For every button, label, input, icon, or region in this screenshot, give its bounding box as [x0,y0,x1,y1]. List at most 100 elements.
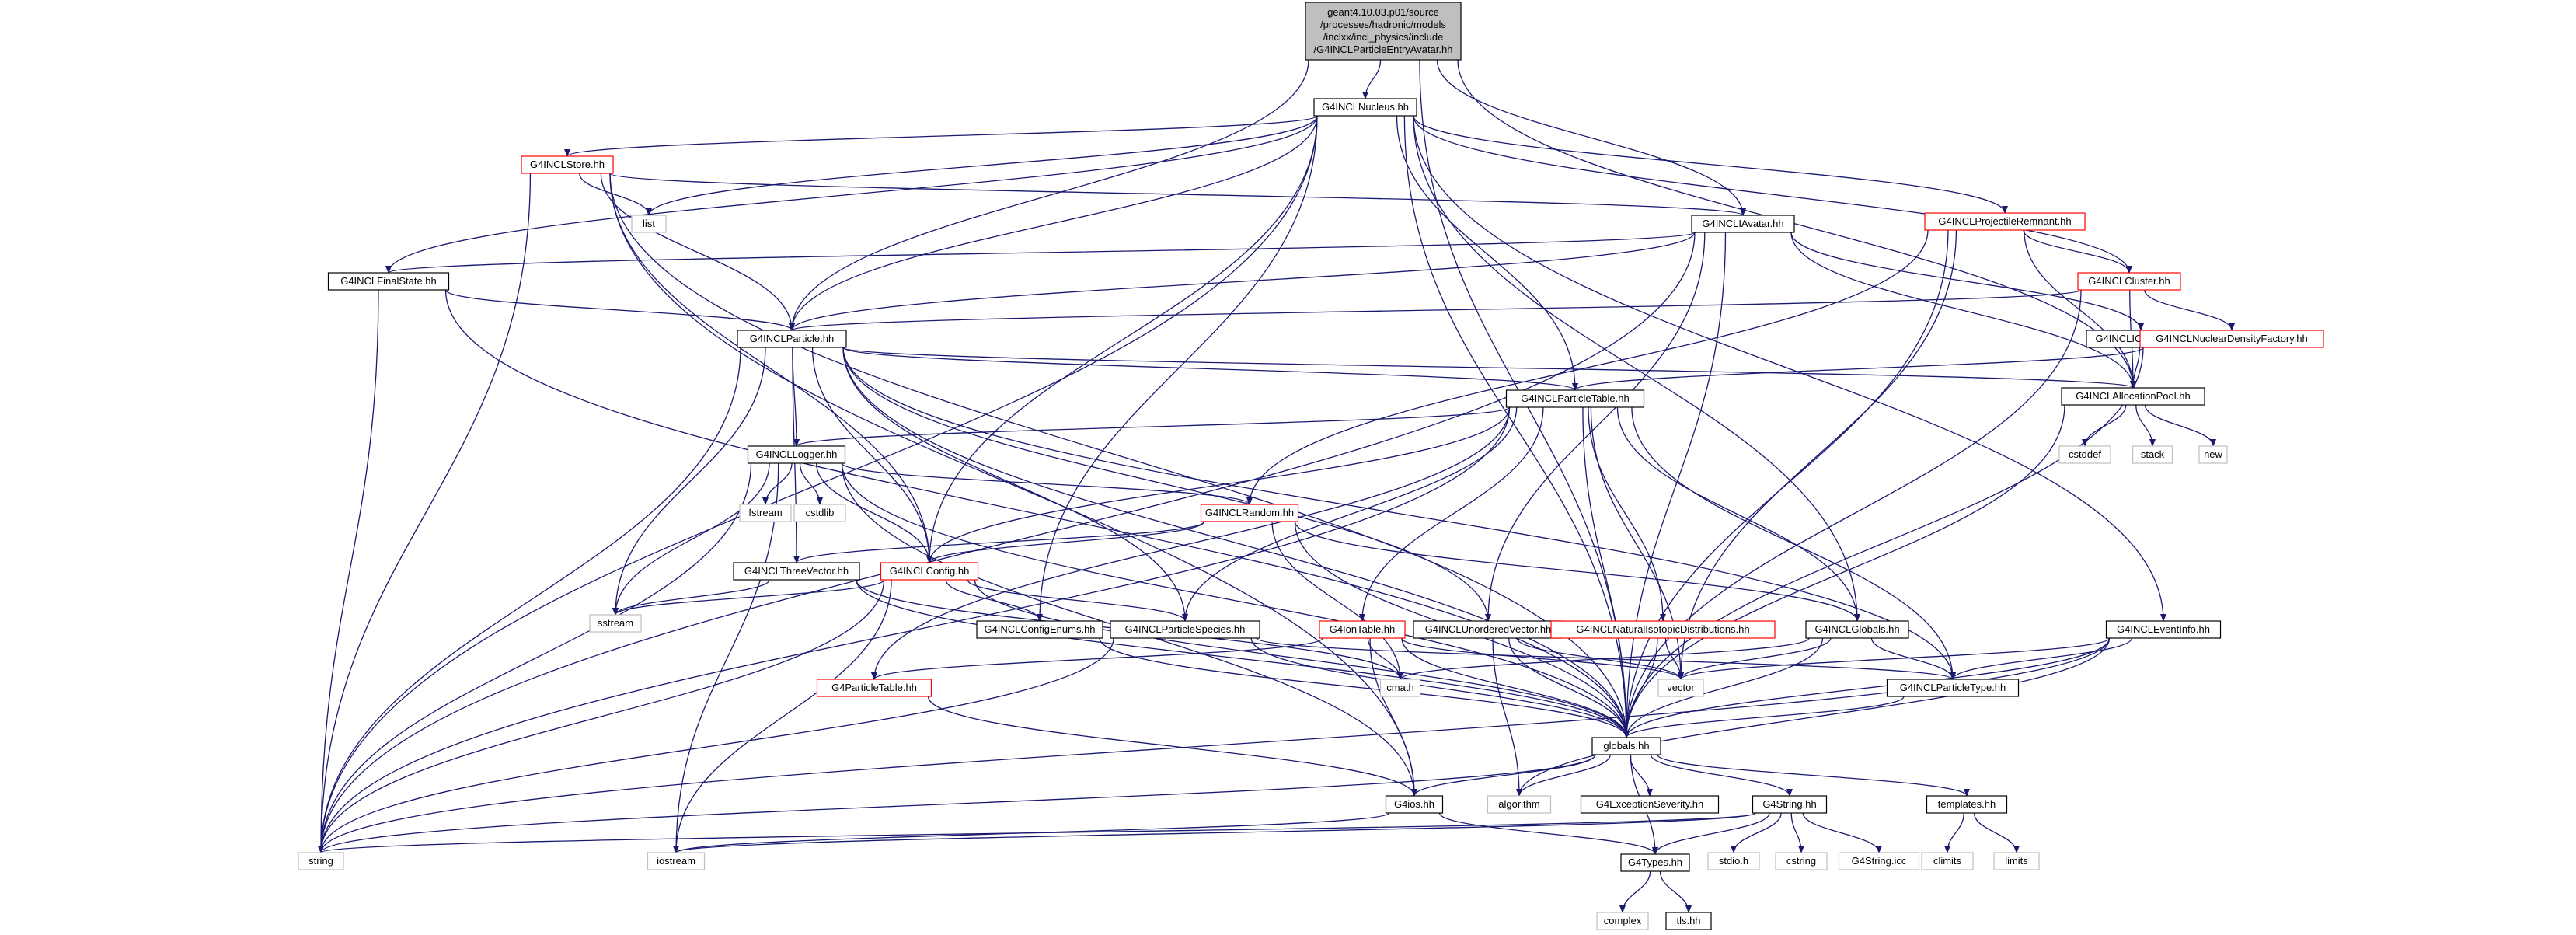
edge-store-to-list [579,173,652,216]
edge-inclglobals-to-globals [1623,637,1824,738]
node-natiso[interactable]: G4INCLNaturalIsotopicDistributions.hh [1550,620,1776,639]
node-stdio[interactable]: stdio.h [1707,852,1760,870]
node-tls[interactable]: tls.hh [1665,912,1712,930]
node-logger[interactable]: G4INCLLogger.hh [747,445,846,464]
node-iontable[interactable]: G4IonTable.hh [1319,620,1406,639]
node-box-ptable [1505,389,1645,408]
edge-g4string-to-g4stringicc [1802,812,1882,853]
node-label-list: list [643,218,655,229]
node-pspecies[interactable]: G4INCLParticleSpecies.hh [1110,620,1260,639]
node-cmath[interactable]: cmath [1379,679,1421,697]
node-label-string: string [308,855,333,867]
node-g4ios[interactable]: G4ios.hh [1385,795,1444,814]
edge-ptype-to-globals [1623,696,1905,738]
node-label-stack: stack [2141,448,2165,460]
edge-eventinfo-to-ptype [1950,637,2132,680]
node-list[interactable]: list [631,215,667,233]
node-cstring[interactable]: cstring [1775,852,1828,870]
edge-nucleus-to-string [318,115,1318,853]
edge-ptable-to-iontable [1359,406,1544,622]
node-projrem[interactable]: G4INCLProjectileRemnant.hh [1924,212,2086,231]
edge-g4string-to-cstring [1790,812,1804,853]
edge-logger-to-string [318,462,752,853]
node-g4types[interactable]: G4Types.hh [1620,853,1690,872]
node-string[interactable]: string [298,852,344,870]
edge-natiso-to-globals [1623,637,1658,738]
node-box-configenums [976,620,1103,639]
node-label-root: /G4INCLParticleEntryAvatar.hh [1314,44,1453,55]
node-limits[interactable]: limits [1993,852,2040,870]
edge-store-to-config [609,173,932,563]
edge-root-to-allocpool [1457,59,2136,389]
node-nucdens[interactable]: G4INCLNuclearDensityFactory.hh [2139,330,2324,348]
node-iavatar[interactable]: G4INCLIAvatar.hh [1691,215,1795,233]
node-finalstate[interactable]: G4INCLFinalState.hh [327,272,450,291]
node-globals[interactable]: globals.hh [1591,737,1661,755]
edge-nucleus-to-eventinfo [1413,115,2166,622]
node-random[interactable]: G4INCLRandom.hh [1200,504,1299,522]
node-particle[interactable]: G4INCLParticle.hh [737,330,847,348]
edge-nucleus-to-config [926,115,1318,563]
node-box-threevec [733,562,860,581]
node-cstddef[interactable]: cstddef [2058,445,2111,464]
node-sstream[interactable]: sstream [589,614,642,633]
node-box-g4ios [1385,795,1444,814]
node-label-vector: vector [1667,682,1695,693]
node-climits[interactable]: climits [1921,852,1974,870]
edge-iontable-to-vector [1401,637,1684,680]
node-config[interactable]: G4INCLConfig.hh [880,562,979,581]
node-complex[interactable]: complex [1596,912,1649,930]
node-excsev[interactable]: G4ExceptionSeverity.hh [1580,795,1720,814]
node-g4stringicc[interactable]: G4String.icc [1838,852,1920,870]
edge-nucleus-to-store [564,115,1318,157]
node-iostream[interactable]: iostream [647,852,706,870]
node-label-globals: globals.hh [1603,740,1649,752]
node-label-new: new [2204,448,2222,460]
node-label-sstream: sstream [598,617,633,629]
node-eventinfo[interactable]: G4INCLEventInfo.hh [2105,620,2222,639]
edge-iavatar-to-ichannel [1790,232,2144,331]
node-new[interactable]: new [2198,445,2228,464]
node-unordvec[interactable]: G4INCLUnorderedVector.hh [1413,620,1563,639]
node-box-random [1200,504,1299,522]
edge-ptable-to-string [318,406,1511,853]
edge-particle-to-allocpool [842,347,2136,389]
node-fstream[interactable]: fstream [739,504,792,522]
node-ptype[interactable]: G4INCLParticleType.hh [1886,679,2020,697]
edge-nucleus-to-configenums [1037,115,1318,622]
node-box-string [298,852,344,870]
node-inclglobals[interactable]: G4INCLGlobals.hh [1805,620,1909,639]
node-vector[interactable]: vector [1657,679,1704,697]
node-box-nucdens [2139,330,2324,348]
node-templates[interactable]: templates.hh [1926,795,2008,814]
node-g4string[interactable]: G4String.hh [1752,795,1828,814]
node-nucleus[interactable]: G4INCLNucleus.hh [1313,98,1417,117]
node-store[interactable]: G4INCLStore.hh [521,155,614,174]
edge-random-to-cmath [1271,521,1403,680]
edges-layer [318,59,2235,913]
node-threevec[interactable]: G4INCLThreeVector.hh [733,562,860,581]
edge-unordvec-to-globals [1508,637,1630,738]
node-box-templates [1926,795,2008,814]
node-g4ptable[interactable]: G4ParticleTable.hh [816,679,932,697]
node-algorithm[interactable]: algorithm [1487,795,1552,814]
node-cluster[interactable]: G4INCLCluster.hh [2077,272,2181,291]
edge-iontable-to-g4ios [1369,637,1417,797]
node-ptable[interactable]: G4INCLParticleTable.hh [1505,389,1645,408]
node-box-cstddef [2058,445,2111,464]
node-box-iavatar [1691,215,1795,233]
node-cstdlib[interactable]: cstdlib [793,504,846,522]
node-configenums[interactable]: G4INCLConfigEnums.hh [976,620,1103,639]
node-stack[interactable]: stack [2132,445,2173,464]
edge-particle-to-unordvec [842,347,1491,622]
node-root[interactable]: geant4.10.03.p01/source/processes/hadron… [1305,2,1462,61]
node-label-config: G4INCLConfig.hh [890,565,970,577]
edge-config-to-iostream [673,579,892,853]
edge-allocpool-to-new [2144,404,2216,447]
node-label-cstring: cstring [1786,855,1816,867]
node-allocpool[interactable]: G4INCLAllocationPool.hh [2061,387,2205,406]
edge-finalstate-to-particle [444,289,795,331]
edge-globals-to-g4string [1650,754,1793,797]
node-box-list [631,215,667,233]
node-box-iontable [1319,620,1406,639]
